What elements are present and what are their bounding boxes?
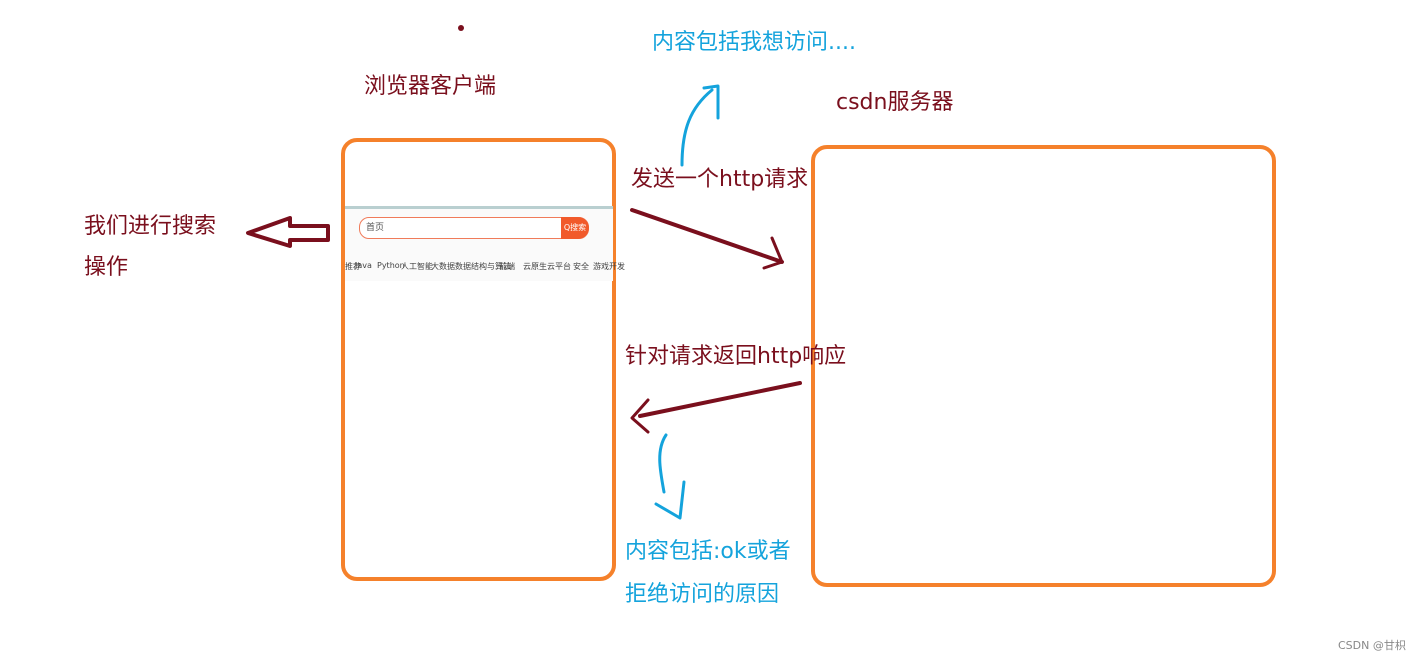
user-action-label-line1: 我们进行搜索 — [84, 214, 217, 239]
send-request-label: 发送一个http请求 — [631, 167, 809, 192]
return-response-label: 针对请求返回http响应 — [625, 344, 847, 369]
mini-nav-item: 人工智能 — [401, 262, 433, 271]
hollow-left-arrow-icon — [246, 216, 330, 248]
response-content-label-line2: 拒绝访问的原因 — [625, 582, 780, 607]
server-label: csdn服务器 — [836, 90, 954, 115]
user-action-label-line2: 操作 — [84, 255, 129, 280]
mini-nav-item: Java — [355, 261, 372, 270]
mini-nav-item: 推荐 — [345, 262, 361, 271]
mini-search-button: Q搜索 — [561, 217, 589, 239]
mini-nav-item: 安全 — [573, 262, 589, 271]
mini-nav-item: Python — [377, 261, 405, 270]
arrow-right-down-icon — [630, 208, 784, 270]
mini-nav-item: 游戏开发 — [593, 262, 625, 271]
mini-nav-item: 前端 — [499, 262, 515, 271]
mini-nav-item: 云平台 — [547, 262, 571, 271]
response-content-label-line1: 内容包括:ok或者 — [625, 539, 791, 564]
curved-up-arrow-icon — [680, 84, 720, 167]
request-content-label: 内容包括我想访问.... — [652, 30, 856, 55]
server-box — [811, 145, 1276, 587]
mini-nav-item: 云原生 — [523, 262, 547, 271]
curved-down-arrow-icon — [654, 433, 686, 520]
mini-search-bar: 首页 Q搜索 — [359, 217, 589, 239]
stray-dot — [458, 25, 464, 31]
browser-client-label: 浏览器客户端 — [364, 74, 497, 99]
browser-client-box — [341, 138, 616, 581]
arrow-left-down-icon — [630, 381, 802, 434]
watermark: CSDN @甘枳 — [1338, 639, 1406, 652]
mini-search-text: 首页 — [366, 223, 385, 233]
mini-nav-item: 数据结构与算法 — [455, 262, 511, 271]
mini-nav-item: 大数据 — [431, 262, 455, 271]
